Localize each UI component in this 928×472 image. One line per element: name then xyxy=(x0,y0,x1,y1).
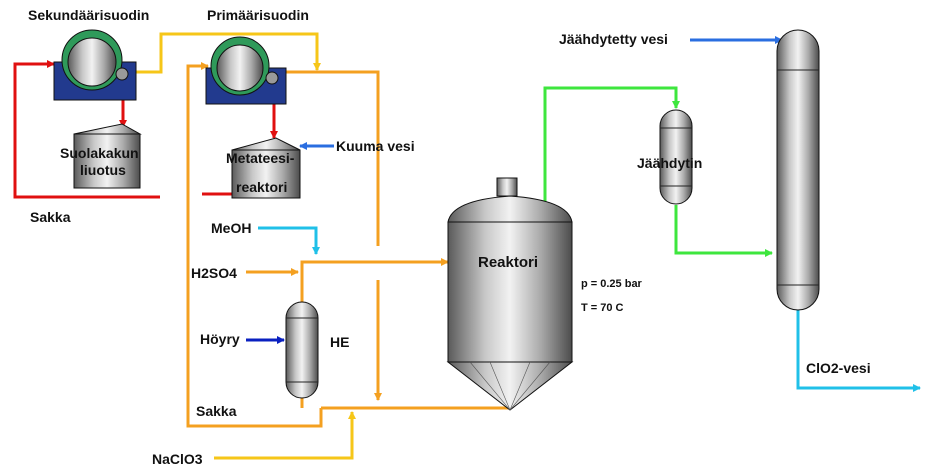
heat-exchanger xyxy=(285,301,319,399)
pipelines xyxy=(13,32,921,460)
label-temperature: T = 70 C xyxy=(581,302,624,314)
label-primary-filter: Primäärisuodin xyxy=(207,7,309,23)
label-steam: Höyry xyxy=(200,331,240,347)
label-chilled-water: Jäähdytetty vesi xyxy=(559,31,668,47)
label-hot-water: Kuuma vesi xyxy=(336,138,415,154)
green-cooler-to-column-line xyxy=(674,205,773,257)
cyan-meoh-line xyxy=(258,226,320,255)
label-salt-cake-line2: liuotus xyxy=(80,162,126,178)
green-reactor-to-cooler-line xyxy=(543,86,680,203)
label-metathesis-line2: reaktori xyxy=(236,179,287,195)
reactor xyxy=(446,177,574,411)
orange-he-to-reactor-line xyxy=(300,258,449,304)
reactor-cone xyxy=(446,361,574,411)
yellow-naclo3-line xyxy=(214,411,356,460)
salt-cake-tank xyxy=(73,123,142,189)
label-sludge-bottom: Sakka xyxy=(196,403,237,419)
reactor-dome xyxy=(447,195,573,223)
reactor-cone-lines xyxy=(469,361,551,411)
label-sludge-top: Sakka xyxy=(30,209,71,225)
reactor-body xyxy=(447,221,573,363)
orange-recycle-loop-line xyxy=(186,62,323,428)
metathesis-tank-body xyxy=(231,149,301,199)
metathesis-tank-roof xyxy=(231,137,301,151)
primary-filter xyxy=(205,36,287,105)
label-reactor: Reaktori xyxy=(478,254,538,271)
label-cooler: Jäähdytin xyxy=(637,155,702,171)
metathesis-tank xyxy=(231,137,301,199)
label-pressure: p = 0.25 bar xyxy=(581,278,643,290)
yellow-filtrate-line xyxy=(135,32,321,74)
cooler xyxy=(659,109,693,205)
absorption-column xyxy=(776,29,820,311)
label-salt-cake-line1: Suolakakun xyxy=(60,145,139,161)
secondary-filter-roller xyxy=(115,67,129,81)
primary-filter-drum xyxy=(216,44,264,92)
secondary-filter-drum xyxy=(67,37,117,87)
label-metathesis-line1: Metateesi- xyxy=(226,150,295,166)
label-h2so4: H2SO4 xyxy=(191,265,237,281)
heat-exchanger-body xyxy=(285,301,319,399)
absorption-column-body xyxy=(776,29,820,311)
red-sludge-return-line xyxy=(13,60,160,199)
labels: Sekundäärisuodin Primäärisuodin Suolakak… xyxy=(28,7,871,467)
secondary-filter xyxy=(53,29,137,101)
label-meoh: MeOH xyxy=(211,220,251,236)
cooler-body xyxy=(659,109,693,205)
label-secondary-filter: Sekundäärisuodin xyxy=(28,7,149,23)
label-clo2-water: ClO2-vesi xyxy=(806,360,871,376)
salt-cake-tank-roof xyxy=(73,123,142,135)
reactor-nozzle xyxy=(496,177,518,197)
label-naclo3: NaClO3 xyxy=(152,451,203,467)
salt-cake-tank-body xyxy=(73,133,141,189)
primary-filter-roller xyxy=(265,71,279,85)
cyan-clo2-outlet-line xyxy=(796,309,921,392)
label-he: HE xyxy=(330,334,349,350)
